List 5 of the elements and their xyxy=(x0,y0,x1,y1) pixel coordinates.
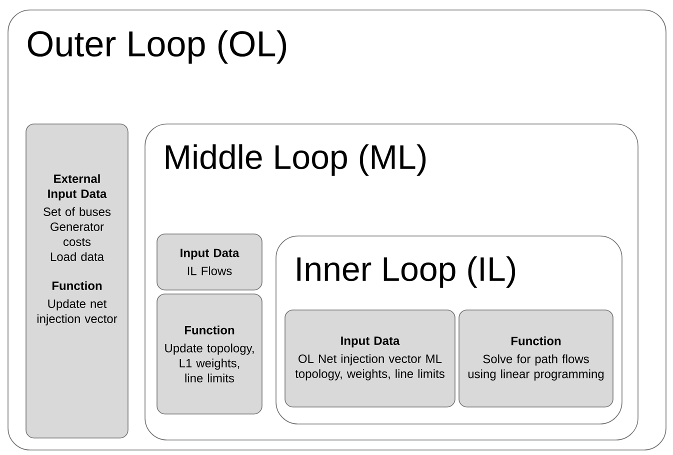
info-card: Function Update topology, L1 weights, line limits xyxy=(156,294,262,414)
info-card: Input Data IL Flows xyxy=(156,234,262,290)
info-card: Input Data OL Net injection vector ML topology, weights, line limits xyxy=(284,310,456,408)
info-card: External Input Data Set of buses Generator costs Load data Function Update net injection vector xyxy=(26,124,128,438)
info-card: Function Solve for path flows using linear programming xyxy=(458,310,614,408)
